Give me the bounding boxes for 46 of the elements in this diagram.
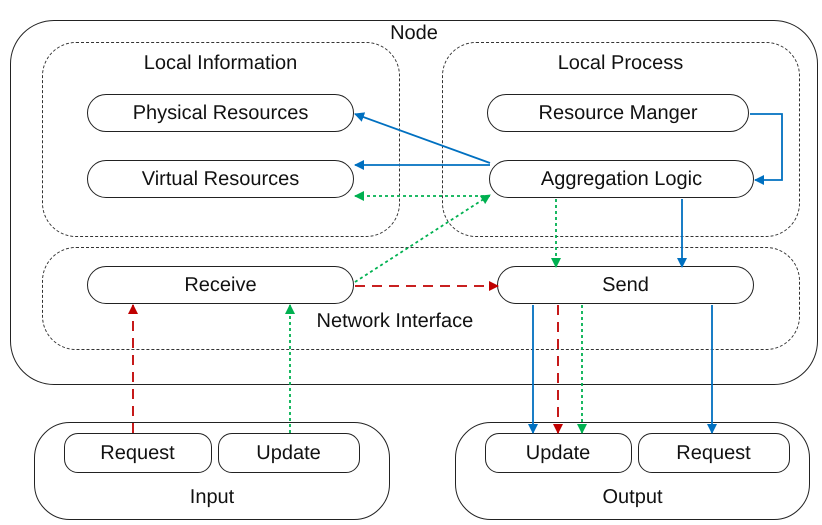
process-box [87, 94, 354, 132]
process-box [87, 160, 354, 198]
box-label: Request [676, 442, 751, 462]
message-box [638, 432, 790, 472]
arrow [528, 305, 538, 434]
group-heading: Local Information [144, 52, 298, 72]
group-heading: Output [602, 487, 663, 507]
group-heading: Local Process [558, 52, 684, 72]
box-label: Send [602, 275, 649, 295]
box-label: Update [256, 442, 321, 462]
arrow [354, 194, 491, 283]
group-heading: Network Interface [316, 310, 474, 330]
arrow [354, 112, 490, 164]
endpoint-box [455, 422, 810, 520]
box-label: Resource Manger [538, 103, 698, 123]
arrow [355, 281, 499, 291]
message-box [484, 432, 632, 472]
group-heading: Input [190, 487, 234, 507]
box-label: Update [526, 442, 590, 462]
box-label: Aggregation Logic [540, 169, 702, 189]
node-container [10, 20, 818, 385]
process-box [489, 160, 754, 198]
arrow [128, 304, 138, 433]
arrow [551, 199, 561, 268]
process-box [497, 266, 754, 304]
group-box [442, 42, 800, 236]
endpoint-box [34, 422, 390, 520]
box-label: Virtual Resources [142, 169, 300, 189]
arrow [707, 305, 717, 434]
arrow [553, 305, 563, 434]
arrow [354, 160, 490, 170]
arrow [677, 199, 687, 268]
box-label: Physical Resources [132, 103, 308, 123]
process-box [487, 94, 749, 132]
arrow [285, 304, 295, 433]
message-box [64, 432, 212, 472]
process-box [87, 266, 354, 304]
arrow [577, 305, 587, 434]
group-box [42, 42, 400, 236]
arrow [750, 113, 783, 185]
arrow [354, 191, 490, 201]
group-box [42, 246, 800, 350]
box-label: Request [100, 442, 175, 462]
box-label: Receive [184, 275, 257, 295]
group-heading: Node [390, 23, 438, 43]
message-box [218, 432, 360, 472]
